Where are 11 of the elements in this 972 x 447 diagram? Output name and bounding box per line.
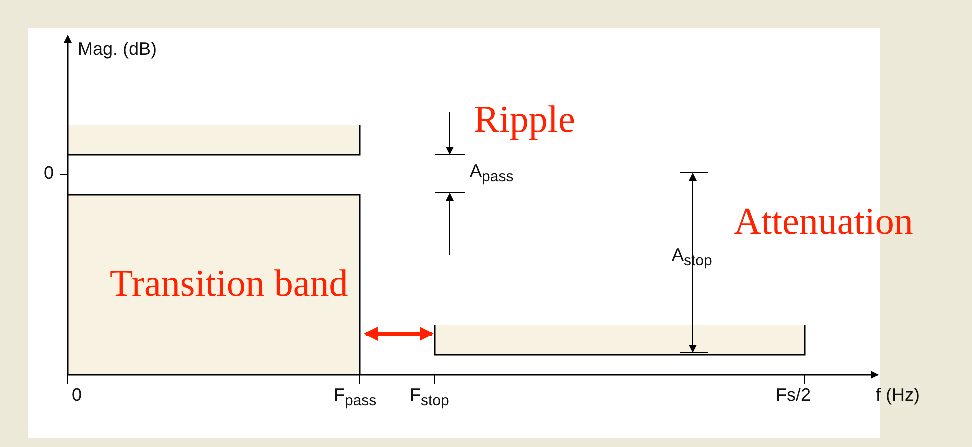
annotation-text: Transition band	[110, 264, 348, 306]
annotation-text: Ripple	[474, 100, 576, 142]
tick-label: 0	[44, 164, 54, 184]
tick-label: F$_{stop}$	[410, 386, 450, 410]
axis-title: f (Hz)	[876, 386, 920, 406]
tick-label: 0	[72, 386, 82, 406]
tick-label: Fs/2	[776, 386, 812, 406]
axis-title: Mag. (dB)	[78, 40, 158, 60]
dimension-label: A$_{pass}$	[470, 162, 514, 186]
tick-label: F$_{pass}$	[334, 386, 377, 410]
annotation-text: Attenuation	[734, 202, 914, 244]
